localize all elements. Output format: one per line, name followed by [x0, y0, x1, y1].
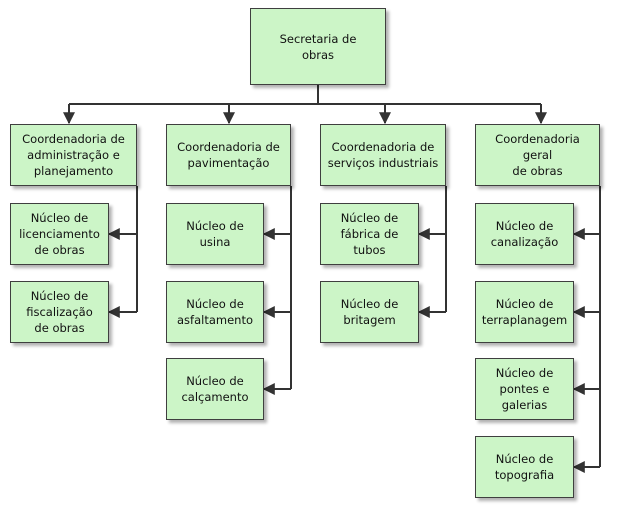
node-nucleo-fiscalizacao-de-obras: Núcleo de fiscalização de obras — [10, 281, 109, 343]
node-coordenadoria-servicos-industriais: Coordenadoria de serviços industriais — [320, 124, 446, 186]
node-nucleo-licenciamento-de-obras: Núcleo de licenciamento de obras — [10, 203, 109, 265]
node-nucleo-usina: Núcleo de usina — [166, 203, 264, 265]
node-coordenadoria-pavimentacao: Coordenadoria de pavimentação — [166, 124, 291, 186]
node-nucleo-topografia: Núcleo de topografia — [475, 436, 574, 498]
node-coordenadoria-administracao: Coordenadoria de administração e planeja… — [10, 124, 137, 186]
node-nucleo-britagem: Núcleo de britagem — [320, 281, 419, 343]
node-nucleo-calcamento: Núcleo de calçamento — [166, 358, 264, 420]
node-nucleo-terraplanagem: Núcleo de terraplanagem — [475, 281, 574, 343]
node-nucleo-fabrica-de-tubos: Núcleo de fábrica de tubos — [320, 203, 419, 265]
node-secretaria-de-obras: Secretaria de obras — [250, 8, 386, 85]
node-nucleo-asfaltamento: Núcleo de asfaltamento — [166, 281, 264, 343]
node-coordenadoria-geral-de-obras: Coordenadoria geral de obras — [475, 124, 600, 186]
node-nucleo-canalizacao: Núcleo de canalização — [475, 203, 574, 265]
node-nucleo-pontes-e-galerias: Núcleo de pontes e galerias — [475, 358, 574, 420]
